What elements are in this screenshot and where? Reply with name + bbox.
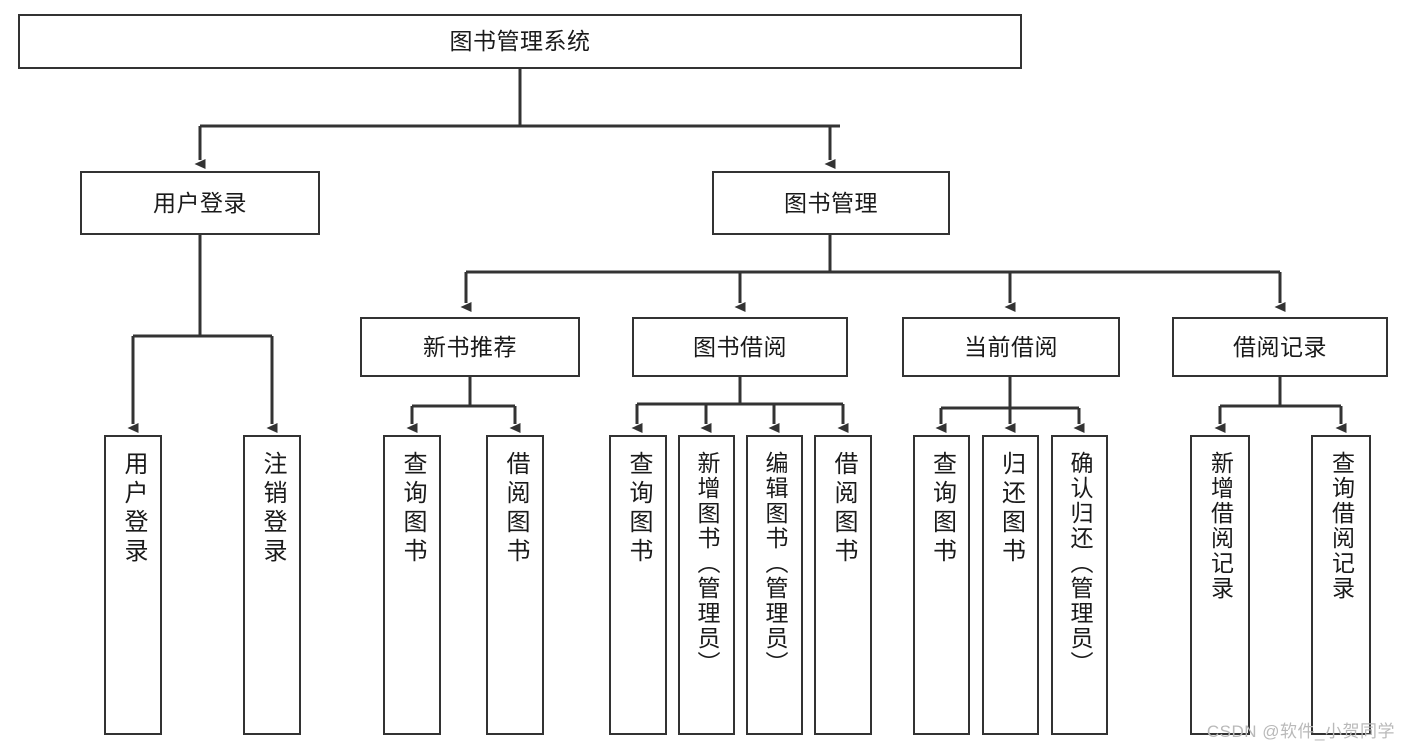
node-book-manage[interactable]: 图书管理 [712, 171, 950, 235]
node-leaf-confirm-return-label: 确认归还（管理员） [1067, 451, 1093, 676]
node-root[interactable]: 图书管理系统 [18, 14, 1022, 69]
node-leaf-query-book-2[interactable]: 查询图书 [609, 435, 667, 735]
node-leaf-add-record[interactable]: 新增借阅记录 [1190, 435, 1250, 735]
node-book-manage-label: 图书管理 [784, 189, 878, 216]
watermark-text: CSDN @软件_小贺同学 [1206, 722, 1395, 741]
node-leaf-query-book-1[interactable]: 查询图书 [383, 435, 441, 735]
node-leaf-borrow-book-1-label: 借阅图书 [502, 451, 529, 567]
node-leaf-query-book-2-label: 查询图书 [625, 451, 652, 567]
node-new-book-rec-label: 新书推荐 [423, 333, 517, 360]
node-leaf-query-book-1-label: 查询图书 [399, 451, 426, 567]
node-root-label: 图书管理系统 [449, 28, 591, 55]
node-leaf-user-login[interactable]: 用户登录 [104, 435, 162, 735]
node-current-borrow[interactable]: 当前借阅 [902, 317, 1120, 377]
node-book-borrow[interactable]: 图书借阅 [632, 317, 848, 377]
node-leaf-query-book-3[interactable]: 查询图书 [913, 435, 970, 735]
node-leaf-query-book-3-label: 查询图书 [928, 451, 956, 567]
node-leaf-query-record-label: 查询借阅记录 [1328, 451, 1355, 601]
node-new-book-rec[interactable]: 新书推荐 [360, 317, 580, 377]
node-leaf-user-login-label: 用户登录 [120, 451, 147, 567]
node-leaf-query-record[interactable]: 查询借阅记录 [1311, 435, 1371, 735]
node-leaf-borrow-book-2-label: 借阅图书 [830, 451, 857, 567]
node-leaf-borrow-book-2[interactable]: 借阅图书 [814, 435, 872, 735]
node-leaf-return-book-label: 归还图书 [997, 451, 1025, 567]
node-current-borrow-label: 当前借阅 [964, 333, 1058, 360]
node-leaf-add-book[interactable]: 新增图书（管理员） [678, 435, 735, 735]
node-borrow-record[interactable]: 借阅记录 [1172, 317, 1388, 377]
node-leaf-add-record-label: 新增借阅记录 [1207, 451, 1234, 601]
node-user-login-label: 用户登录 [153, 189, 247, 216]
node-leaf-logout[interactable]: 注销登录 [243, 435, 301, 735]
node-leaf-add-book-label: 新增图书（管理员） [694, 451, 720, 676]
node-leaf-edit-book-label: 编辑图书（管理员） [762, 451, 788, 676]
node-borrow-record-label: 借阅记录 [1233, 333, 1327, 360]
node-leaf-confirm-return[interactable]: 确认归还（管理员） [1051, 435, 1108, 735]
node-leaf-return-book[interactable]: 归还图书 [982, 435, 1039, 735]
node-leaf-logout-label: 注销登录 [259, 451, 286, 567]
node-leaf-edit-book[interactable]: 编辑图书（管理员） [746, 435, 803, 735]
node-user-login[interactable]: 用户登录 [80, 171, 320, 235]
node-leaf-borrow-book-1[interactable]: 借阅图书 [486, 435, 544, 735]
node-book-borrow-label: 图书借阅 [693, 333, 787, 360]
